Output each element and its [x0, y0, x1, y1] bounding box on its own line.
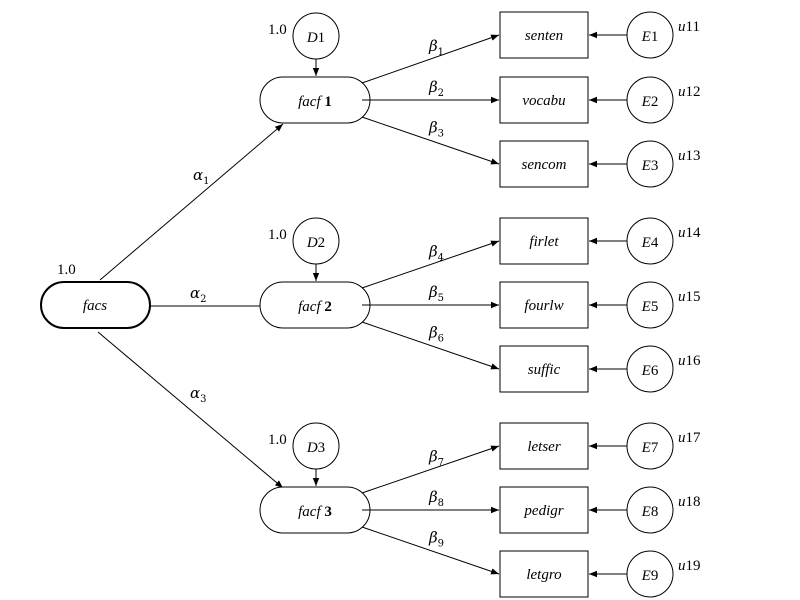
error-variance-label: u16 [678, 353, 701, 369]
error-label: E4 [641, 235, 659, 251]
alpha-label-3: α3 [190, 384, 207, 405]
error-label: E3 [641, 158, 659, 174]
root-variance-label: 1.0 [57, 262, 76, 278]
factor-label-3: facf 3 [298, 504, 332, 520]
error-variance-label: u19 [678, 558, 701, 574]
beta-label: β1 [428, 37, 444, 58]
indicator-label: fourlw [524, 298, 563, 314]
error-label: E2 [641, 94, 659, 110]
beta-label: β4 [428, 243, 444, 264]
error-label: E1 [641, 29, 659, 45]
disturbance-variance-3: 1.0 [268, 432, 287, 448]
indicator-label: letser [527, 439, 560, 455]
indicator-box [499, 217, 589, 265]
beta-path [361, 116, 500, 165]
disturbance-variance-2: 1.0 [268, 227, 287, 243]
indicator-label: senten [525, 28, 563, 44]
beta-label: β6 [428, 324, 444, 345]
error-variance-label: u12 [678, 84, 701, 100]
indicator-box [499, 76, 589, 124]
alpha-label-2: α2 [190, 284, 207, 305]
error-variance-label: u13 [678, 148, 701, 164]
beta-label: β2 [428, 78, 444, 99]
indicator-label: sencom [522, 157, 567, 173]
beta-label: β7 [428, 448, 444, 469]
indicator-label: vocabu [522, 93, 565, 109]
beta-path [361, 321, 500, 370]
disturbance-label-1: D1 [306, 30, 325, 46]
indicator-box [499, 486, 589, 534]
root-factor: facs 1.0 [40, 262, 151, 329]
alpha-label-1: α1 [193, 166, 210, 187]
error-label: E9 [641, 568, 659, 584]
factor-group-1: facf 1 D1 1.0 β1 senten E1 u11 β2 vocabu E2 u12 β3 s… [259, 11, 701, 188]
factor-label-2: facf 2 [298, 299, 332, 315]
root-factor-label: facs [83, 298, 107, 314]
error-label: E6 [641, 363, 659, 379]
indicator-box [499, 345, 589, 393]
alpha-path-1 [99, 123, 284, 281]
factor-groups: facf 1 D1 1.0 β1 senten E1 u11 β2 vocabu E2 u12 β3 s… [259, 11, 701, 598]
error-variance-label: u15 [678, 289, 701, 305]
beta-path [361, 526, 500, 575]
error-variance-label: u17 [678, 430, 701, 446]
beta-label: β9 [428, 529, 444, 550]
indicator-label: firlet [529, 234, 559, 250]
error-variance-label: u18 [678, 494, 701, 510]
beta-label: β8 [428, 488, 444, 509]
root-factor-shape [40, 281, 151, 329]
indicator-box [499, 550, 589, 598]
alpha-path-3 [97, 331, 284, 489]
beta-label: β5 [428, 283, 444, 304]
indicator-box [499, 422, 589, 470]
factor-group-2: facf 2 D2 1.0 β4 firlet E4 u14 β5 fourlw E5 u15 β6 s… [259, 217, 701, 393]
disturbance-label-3: D3 [306, 440, 325, 456]
error-variance-label: u14 [678, 225, 701, 241]
indicator-label: suffic [528, 362, 561, 378]
indicator-label: letgro [526, 567, 562, 583]
error-variance-label: u11 [678, 19, 700, 35]
beta-path [361, 34, 500, 84]
error-label: E7 [641, 440, 659, 456]
indicator-box [499, 281, 589, 329]
error-label: E5 [641, 299, 659, 315]
error-label: E8 [641, 504, 659, 520]
factor-label-1: facf 1 [298, 94, 332, 110]
factor-group-3: facf 3 D3 1.0 β7 letser E7 u17 β8 pedigr E8 u18 β9 l… [259, 422, 701, 598]
indicator-label: pedigr [523, 503, 563, 519]
indicator-box [499, 11, 589, 59]
disturbance-variance-1: 1.0 [268, 22, 287, 38]
alpha-paths: α1 α2 α3 [97, 123, 284, 489]
beta-path [361, 240, 500, 289]
disturbance-label-2: D2 [306, 235, 325, 251]
indicator-box [499, 140, 589, 188]
beta-path [361, 445, 500, 494]
beta-label: β3 [428, 119, 444, 140]
